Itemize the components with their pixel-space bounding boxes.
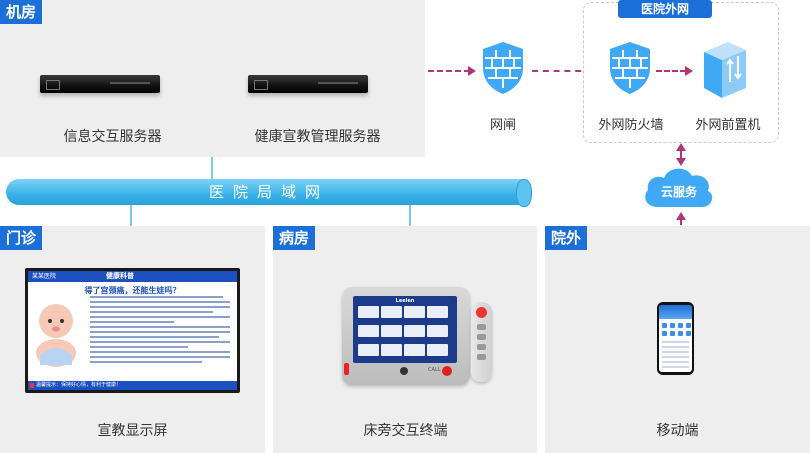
- frontend-server-icon: [698, 38, 750, 100]
- nurse-call-handset: [471, 302, 492, 382]
- terminal-call-text: CALL: [428, 367, 440, 373]
- external-firewall-label: 外网防火墙: [596, 114, 666, 133]
- cloud-label: 云服务: [648, 183, 710, 200]
- education-display: 某某医院 健康科普 得了宫颈癌，还能生娃吗？ 温馨提示：保持好心情，有利于健康！: [25, 268, 240, 393]
- terminal-brand: Leelen: [357, 298, 453, 304]
- display-article-title: 得了宫颈癌，还能生娃吗？: [28, 285, 237, 296]
- info-server-label: 信息交互服务器: [40, 126, 185, 146]
- machine-room-panel: 机房 信息交互服务器 健康宣教管理服务器: [0, 0, 425, 157]
- clinic-lan-connector: [130, 205, 132, 226]
- ward-device-label: 床旁交互终端: [338, 420, 473, 440]
- rack-server-icon: [40, 75, 160, 93]
- display-screen: 某某医院 健康科普 得了宫颈癌，还能生娃吗？ 温馨提示：保持好心情，有利于健康！: [28, 271, 237, 390]
- display-article-text: [90, 296, 230, 366]
- flow-arrow-head: [468, 66, 476, 76]
- terminal-screen: Leelen: [353, 296, 457, 363]
- flow-arrow-line: [428, 70, 470, 72]
- gateway-label: 网闸: [483, 114, 523, 133]
- firewall-icon: [607, 40, 653, 96]
- lan-label: 医院局域网: [6, 179, 532, 205]
- bedside-terminal: Leelen CALL: [342, 287, 470, 385]
- phone-screen: [659, 305, 692, 372]
- rack-server-icon: [248, 75, 368, 93]
- hospital-lan-pipe: 医院局域网: [6, 179, 532, 205]
- display-ticker: 温馨提示：保持好心情，有利于健康！: [28, 381, 237, 390]
- outside-tag: 院外: [545, 226, 587, 250]
- display-heading: 健康科普: [106, 271, 134, 282]
- baby-illustration: [32, 301, 84, 369]
- ward-tag: 病房: [273, 226, 315, 250]
- handset-call-button: [476, 307, 487, 318]
- camera-icon: [400, 367, 408, 375]
- education-server-label: 健康宣教管理服务器: [230, 126, 405, 146]
- call-button: [442, 366, 452, 376]
- flow-arrow-head: [685, 66, 693, 76]
- clinic-tag: 门诊: [0, 226, 42, 250]
- ward-lan-connector: [409, 205, 411, 226]
- clinic-device-label: 宣教显示屏: [60, 420, 205, 440]
- mobile-label: 移动端: [630, 420, 725, 440]
- flow-arrow-line: [656, 70, 686, 72]
- terminal-indicator: [344, 363, 349, 375]
- mobile-phone: [657, 302, 694, 375]
- machine-room-tag: 机房: [0, 0, 42, 24]
- external-frontend-label: 外网前置机: [692, 114, 764, 133]
- external-network-tag: 医院外网: [618, 0, 712, 18]
- firewall-icon: [480, 40, 526, 96]
- room-lan-connector: [211, 157, 213, 179]
